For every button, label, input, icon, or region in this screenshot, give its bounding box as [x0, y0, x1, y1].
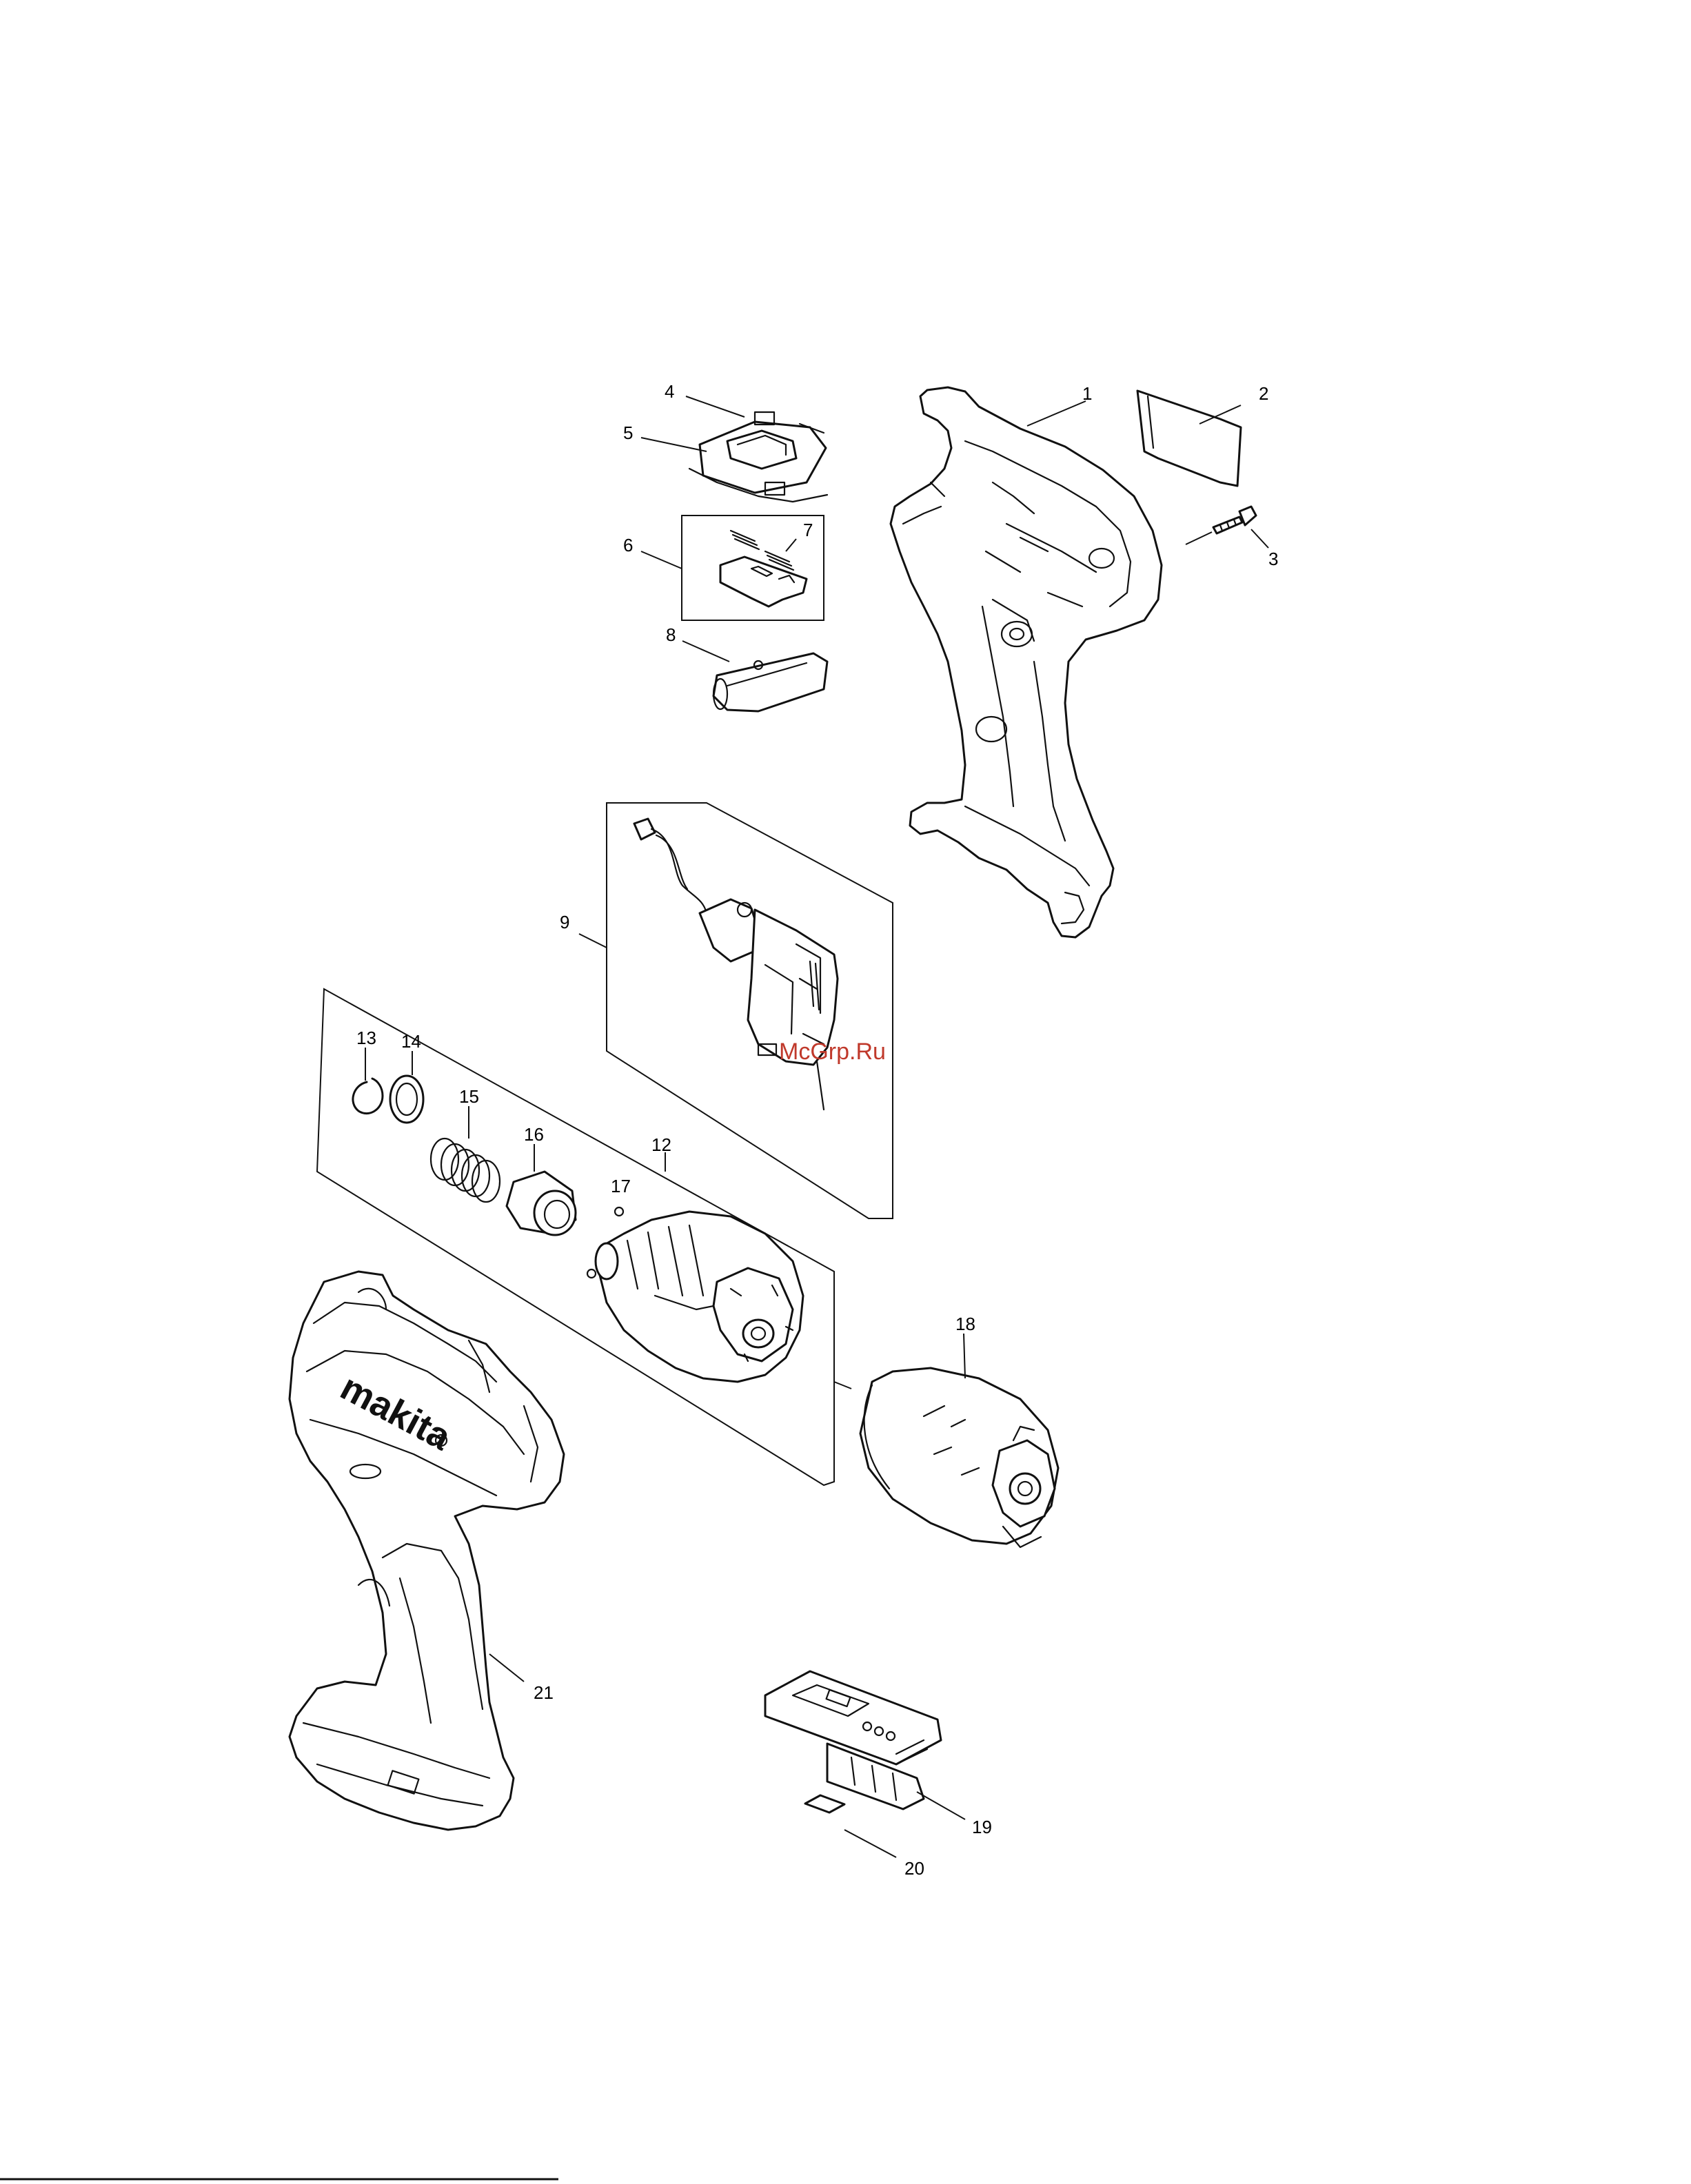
part-20-pad — [805, 1795, 844, 1813]
callout-13: 13 — [356, 1028, 376, 1048]
part-21-housing: makita — [290, 1272, 564, 1830]
callout-16: 16 — [524, 1124, 544, 1145]
callout-3: 3 — [1268, 549, 1278, 569]
callout-1: 1 — [1082, 383, 1092, 404]
part-18-motor — [860, 1368, 1058, 1547]
part-8-lever — [713, 653, 827, 711]
part-4-5-switch-assembly — [689, 412, 827, 502]
callout-5: 5 — [623, 422, 633, 443]
callout-8: 8 — [666, 624, 676, 645]
callout-17: 17 — [611, 1176, 631, 1196]
part-3-screw — [1213, 507, 1256, 533]
callout-18: 18 — [955, 1314, 975, 1334]
callout-12: 12 — [651, 1134, 671, 1155]
callout-21: 21 — [534, 1682, 554, 1703]
callout-14: 14 — [401, 1031, 421, 1052]
callout-9: 9 — [560, 912, 569, 932]
callout-6: 6 — [623, 535, 633, 555]
callout-15: 15 — [459, 1086, 479, 1107]
part-19-controller — [765, 1671, 941, 1809]
watermark-text: McGrp.Ru — [779, 1039, 886, 1065]
part-9-trigger-switch — [607, 803, 893, 1218]
callout-7: 7 — [803, 520, 813, 540]
callout-2: 2 — [1259, 383, 1268, 404]
part-14-washer — [390, 1076, 423, 1123]
callout-4: 4 — [665, 381, 674, 402]
part-1-housing-half — [891, 387, 1162, 937]
part-13-retaining-ring — [353, 1079, 383, 1114]
callout-19: 19 — [972, 1817, 992, 1837]
part-15-spring — [431, 1139, 500, 1202]
callout-20: 20 — [904, 1858, 924, 1879]
part-16-sleeve — [507, 1172, 576, 1235]
part-2-label-plate — [1137, 391, 1241, 486]
